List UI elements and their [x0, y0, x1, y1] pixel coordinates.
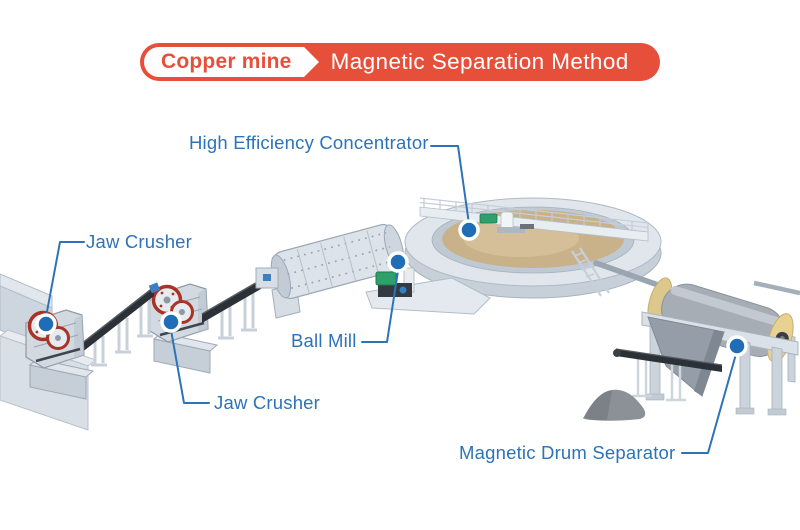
outlet-pipe	[753, 280, 800, 296]
banner-tag-label: Copper mine	[161, 50, 292, 73]
leader-ball-mill	[361, 270, 399, 343]
conveyor-belt	[76, 287, 154, 357]
feed-chute	[148, 282, 161, 294]
leader-concentrator	[430, 145, 470, 225]
drive-unit	[479, 213, 498, 224]
mill-motor	[375, 271, 397, 286]
conveyor-support-trestles	[218, 293, 257, 340]
jaw-crusher-2-illustration	[148, 282, 219, 375]
belt-conveyor-1-illustration	[75, 282, 161, 367]
drum-separator-illustration	[583, 277, 800, 421]
label-jaw-crusher-1: Jaw Crusher	[86, 231, 193, 252]
label-jaw-crusher-2: Jaw Crusher	[214, 392, 321, 413]
banner-tag: Copper mine	[144, 47, 319, 77]
label-ball-mill: Ball Mill	[291, 330, 357, 351]
label-high-efficiency-concentrator: High Efficiency Concentrator	[189, 132, 429, 153]
marker-dot-concentrator	[458, 219, 480, 241]
discharge-conveyor	[616, 349, 722, 372]
leader-drum-separator	[681, 353, 737, 454]
conveyor-support-trestles	[632, 358, 686, 402]
leader-lines	[45, 145, 737, 454]
marker-dot-jaw-crusher-1	[35, 313, 57, 335]
conveyor-belt	[202, 277, 266, 323]
leader-jaw-crusher-1	[45, 241, 85, 318]
belt-conveyor-2-illustration	[201, 276, 267, 340]
marker-dot-jaw-crusher-2	[160, 311, 182, 333]
title-banner: Copper mine Magnetic Separation Method	[140, 43, 660, 81]
bridge-railing	[419, 197, 649, 229]
conveyor-support-trestles	[91, 301, 153, 367]
marker-dot-drum-separator	[726, 335, 748, 357]
leader-jaw-crusher-2	[170, 329, 210, 404]
banner-title: Magnetic Separation Method	[330, 49, 629, 74]
label-magnetic-drum-separator: Magnetic Drum Separator	[459, 442, 676, 463]
banner-tag-arrow-icon	[303, 47, 319, 77]
marker-dots	[35, 219, 748, 357]
marker-dot-ball-mill	[387, 251, 409, 273]
